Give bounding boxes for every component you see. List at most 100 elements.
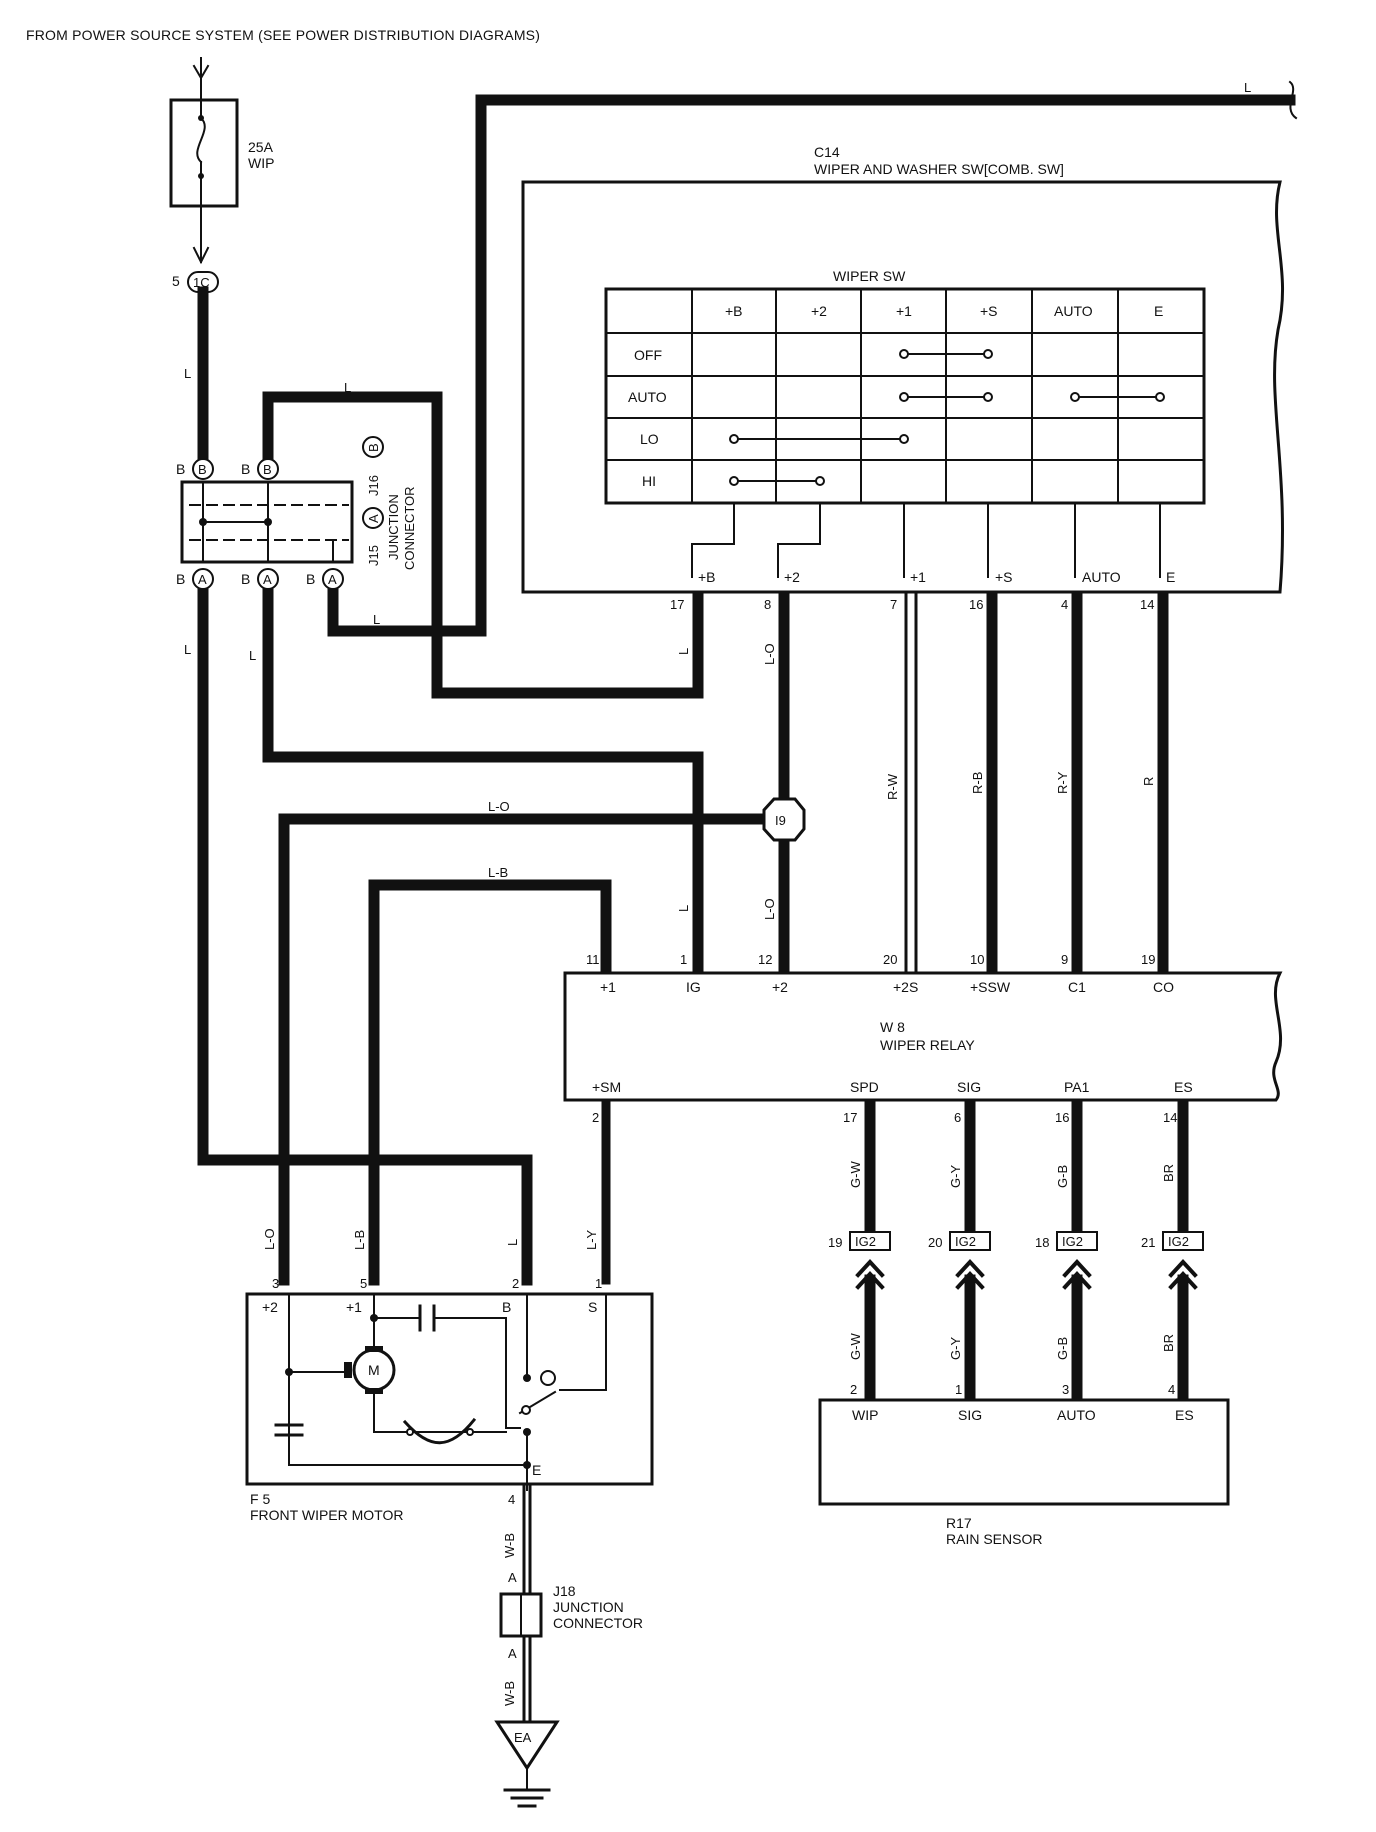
c14-wiper-washer-switch: C14 WIPER AND WASHER SW[COMB. SW] WIPER … (521, 144, 1285, 612)
w8-pin-14: 14 (1163, 1110, 1177, 1125)
w8-term-2s: +2S (893, 979, 918, 995)
f5-ground-pin: 4 (508, 1492, 515, 1507)
w8-pin-16: 16 (1055, 1110, 1069, 1125)
junction-bot-pin-1-label: B (176, 571, 185, 587)
wire-label-l-7: L (676, 905, 691, 912)
w8-term-sig: SIG (957, 1079, 981, 1095)
wiper-sw-col-1: +1 (896, 303, 912, 319)
wiper-sw-col-s: +S (980, 303, 998, 319)
wiper-sw-row-auto: AUTO (628, 389, 667, 405)
wire-label-l-3: L (184, 642, 191, 657)
c14-pin-17: 17 (670, 597, 684, 612)
wire-label-gb-2: G-B (1055, 1337, 1070, 1360)
junction-j15-j16: B B B B B A B A B A B J16 A J15 JUNCTION… (176, 436, 417, 590)
ig2-pin-21: 21 (1141, 1235, 1155, 1250)
w8-term-ig: IG (686, 979, 701, 995)
wire-label-lb-top: L-B (488, 865, 508, 880)
r17-term-sig: SIG (958, 1407, 982, 1423)
w8-pin-1: 1 (680, 952, 687, 967)
w8-pin-10: 10 (970, 952, 984, 967)
ground-code: EA (514, 1730, 532, 1745)
c14-name: WIPER AND WASHER SW[COMB. SW] (814, 161, 1064, 177)
r17-id: R17 (946, 1515, 972, 1531)
r17-pin-1: 1 (955, 1382, 962, 1397)
junction-j15-id: J15 (366, 545, 381, 566)
junction-label-line2: CONNECTOR (402, 486, 417, 570)
r17-term-wip: WIP (852, 1407, 878, 1423)
ig2-code-1: IG2 (855, 1234, 876, 1249)
f5-term-1: +1 (346, 1299, 362, 1315)
junction-top-pin-right: B (263, 462, 272, 477)
wire-label-lo-motor: L-O (262, 1228, 277, 1250)
ig2-code-4: IG2 (1168, 1234, 1189, 1249)
junction-bot-pin-2-label: B (241, 571, 250, 587)
wire-label-ly-motor: L-Y (584, 1229, 599, 1250)
wire-label-l-motor: L (505, 1239, 520, 1246)
w8-name: WIPER RELAY (880, 1037, 975, 1053)
c14-pin-14: 14 (1140, 597, 1154, 612)
c14-id: C14 (814, 144, 840, 160)
wire-label-gy-2: G-Y (948, 1337, 963, 1360)
f5-term-b: B (502, 1299, 511, 1315)
wire-label-lb-motor: L-B (352, 1230, 367, 1250)
junction-bot-pin-2: A (263, 572, 272, 587)
wire-label-lo-w8: L-O (762, 898, 777, 920)
junction-bot-pin-1: A (198, 572, 207, 587)
ig2-code-3: IG2 (1062, 1234, 1083, 1249)
w8-term-es: ES (1174, 1079, 1193, 1095)
junction-j16-pin: B (366, 443, 381, 452)
c14-term-s: +S (995, 569, 1013, 585)
fuse-25a-wip: 25A WIP (169, 57, 274, 265)
w8-term-pa1: PA1 (1064, 1079, 1090, 1095)
f5-term-e: E (532, 1462, 541, 1478)
wire-label-lo-c14: L-O (762, 643, 777, 665)
junction-j16-id: J16 (366, 475, 381, 496)
c14-pin-8: 8 (764, 597, 771, 612)
wire-break-right: L (1244, 80, 1298, 120)
connector-i9-code: I9 (775, 813, 786, 828)
wire-label-br-1: BR (1161, 1164, 1176, 1182)
ground-path: 4 W-B A A J18 JUNCTION CONNECTOR W-B EA (494, 1482, 643, 1808)
junction-bot-pin-3: A (328, 572, 337, 587)
junction-j15-pin: A (366, 514, 381, 523)
fuse-name: WIP (248, 155, 274, 171)
c14-term-e: E (1166, 569, 1175, 585)
wire-label-gb-1: G-B (1055, 1165, 1070, 1188)
f5-pin-1: 1 (595, 1276, 602, 1291)
connector-1c: 5 1C (172, 271, 219, 293)
c14-term-b: +B (698, 569, 716, 585)
wiper-sw-row-lo: LO (640, 431, 659, 447)
c14-term-auto: AUTO (1082, 569, 1121, 585)
c14-pin-4: 4 (1061, 597, 1068, 612)
w8-pin-11: 11 (586, 952, 600, 967)
f5-front-wiper-motor: 3 5 2 1 +2 +1 B S M (245, 1276, 654, 1523)
f5-term-2: +2 (262, 1299, 278, 1315)
fuse-rating: 25A (248, 139, 274, 155)
motor-symbol: M (368, 1362, 380, 1378)
r17-rain-sensor: 2 1 3 4 WIP SIG AUTO ES R17 RAIN SENSOR (818, 1382, 1230, 1547)
wiper-sw-title: WIPER SW (833, 268, 906, 284)
f5-id: F 5 (250, 1491, 270, 1507)
left-wire-labels: L L L L L L L L-O L-B L-O L-O (184, 366, 777, 920)
r17-term-auto: AUTO (1057, 1407, 1096, 1423)
connector-1c-pin: 5 (172, 273, 180, 289)
wire-label-wb-2: W-B (502, 1681, 517, 1706)
right-wire-labels: R-W R-B R-Y R (885, 771, 1156, 800)
w8-wiper-relay: W 8 WIPER RELAY 11 1 12 20 10 9 19 +1 IG… (563, 952, 1283, 1125)
f5-term-s: S (588, 1299, 597, 1315)
wire-label-rb: R-B (970, 772, 985, 794)
w8-term-ssw: +SSW (970, 979, 1011, 995)
r17-name: RAIN SENSOR (946, 1531, 1042, 1547)
w8-term-spd: SPD (850, 1079, 879, 1095)
w8-term-c1: C1 (1068, 979, 1086, 995)
w8-pin-19: 19 (1141, 952, 1155, 967)
ig2-connectors: 19 IG2 20 IG2 18 IG2 21 IG2 (828, 1231, 1204, 1251)
ig2-pin-18: 18 (1035, 1235, 1049, 1250)
harness-thick-wires (197, 94, 1296, 1402)
junction-top-pin-right-label: B (241, 461, 250, 477)
ig2-chevrons (855, 1259, 1198, 1290)
w8-term-co: CO (1153, 979, 1174, 995)
r17-pin-2: 2 (850, 1382, 857, 1397)
wire-label-gy-1: G-Y (948, 1165, 963, 1188)
